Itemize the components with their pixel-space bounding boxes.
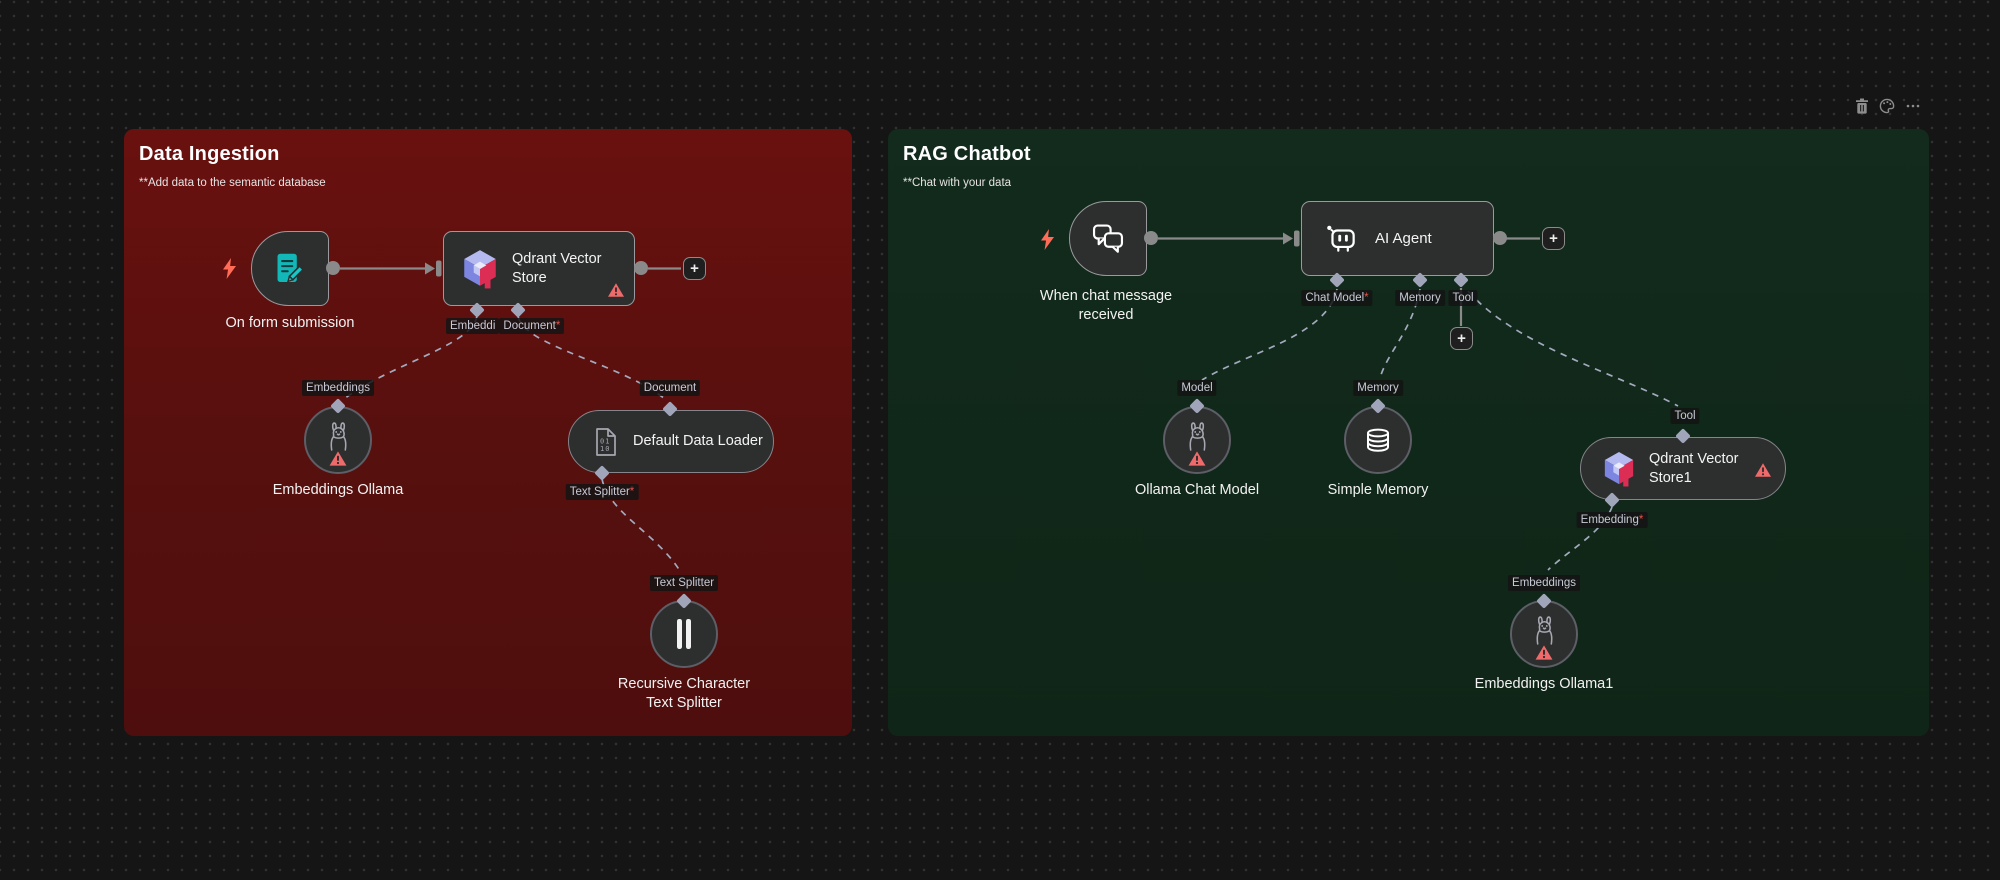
more-options-icon[interactable] [1905,98,1921,114]
sticky-subtitle: **Add data to the semantic database [139,177,326,189]
port-label-model: Model [1177,380,1217,396]
sticky-subtitle: **Chat with your data [903,177,1012,189]
node-recursive-text-splitter[interactable] [650,600,718,668]
port-label-tool: Tool [1448,290,1478,306]
node-title: AI Agent [1375,230,1432,247]
port-label-text-splitter: Text Splitter [649,575,719,591]
node-default-data-loader[interactable]: 01 10 Default Data Loader [568,410,774,473]
warning-icon [1755,463,1771,477]
warning-icon [1188,451,1206,466]
database-icon [1367,428,1389,452]
llama-icon [330,422,346,451]
svg-text:10: 10 [600,445,610,453]
port-label-embedding-required: Embedding* [1576,512,1648,528]
port-label-tool2: Tool [1670,408,1700,424]
trigger-bolt-icon [222,258,237,279]
node-ollama-chat-model[interactable] [1163,406,1231,474]
node-title: Qdrant Vector Store1 [1649,450,1739,486]
add-tool-button[interactable]: + [1450,327,1473,350]
node-simple-memory[interactable] [1344,406,1412,474]
split-bars-icon [677,619,691,649]
chat-bubbles-icon [1092,224,1124,253]
warning-icon [1535,645,1553,660]
warning-icon [329,451,347,466]
add-node-button[interactable]: + [1542,227,1565,250]
qdrant-logo-icon [1604,451,1634,486]
warning-icon [608,283,624,297]
port-label-text-splitter-required: Text Splitter* [565,484,639,500]
output-endpoint[interactable] [1144,231,1158,245]
robot-icon [1327,225,1355,252]
port-label-row: Embeddi Document* [446,318,565,334]
port-label-document: Document [639,380,701,396]
node-title: Default Data Loader [633,433,763,449]
sticky-title: RAG Chatbot [903,143,1031,165]
sticky-toolbar [1855,98,1921,114]
svg-text:01: 01 [600,437,610,445]
node-qdrant-vector-store1[interactable]: Qdrant Vector Store1 [1580,437,1786,500]
trigger-bolt-icon [1040,229,1055,250]
output-endpoint[interactable] [1493,231,1507,245]
port-label-embeddings: Embeddings [302,380,374,396]
port-label-memory: Memory [1395,290,1445,306]
llama-icon [1536,616,1552,645]
node-ai-agent[interactable]: AI Agent [1301,201,1494,276]
port-label-embedding-truncated: Embeddi [446,318,500,334]
node-label: On form submission [225,315,355,331]
port-label-chat-model-required: Chat Model* [1301,290,1373,306]
add-node-button[interactable]: + [683,257,706,280]
node-title: Qdrant Vector Store [512,250,602,286]
output-endpoint[interactable] [634,261,648,275]
node-on-form-submission[interactable] [251,231,329,306]
output-endpoint[interactable] [326,261,340,275]
form-pencil-icon [277,253,305,283]
node-label: Recursive Character Text Splitter [617,676,751,711]
node-label: Simple Memory [1327,482,1429,498]
llama-icon [1189,422,1205,451]
port-label-embeddings2: Embeddings [1508,575,1580,591]
palette-icon[interactable] [1879,98,1895,114]
binary-document-icon: 01 10 [596,427,616,456]
node-label: When chat message received [1039,288,1173,323]
node-qdrant-vector-store[interactable]: Qdrant Vector Store [443,231,635,306]
port-label-document-required: Document* [499,318,565,334]
qdrant-logo-icon [464,249,496,288]
node-label: Ollama Chat Model [1134,482,1260,498]
node-when-chat-message-received[interactable] [1069,201,1147,276]
node-embeddings-ollama1[interactable] [1510,600,1578,668]
node-embeddings-ollama[interactable] [304,406,372,474]
node-label: Embeddings Ollama1 [1474,676,1614,692]
trash-icon[interactable] [1855,98,1869,114]
port-label-memory2: Memory [1353,380,1403,396]
sticky-title: Data Ingestion [139,143,280,165]
node-label: Embeddings Ollama [272,482,404,498]
